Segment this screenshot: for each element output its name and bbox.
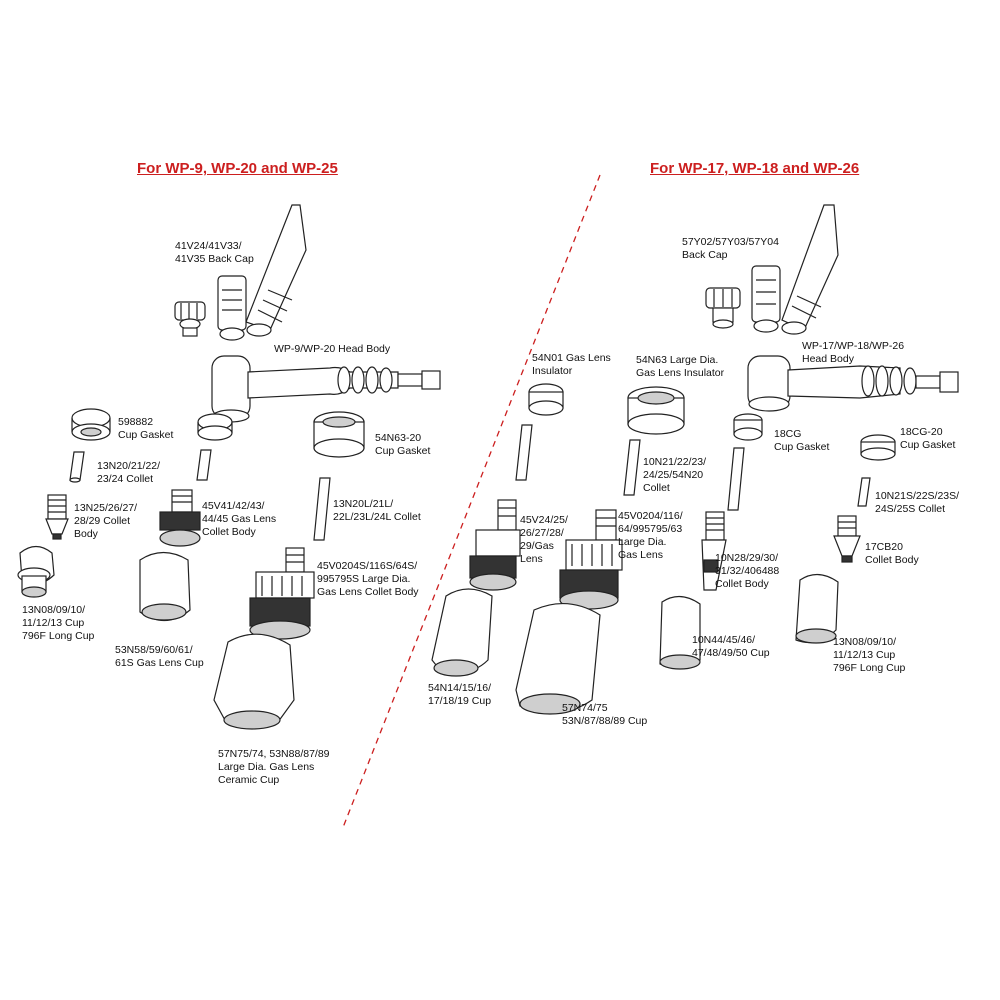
collet-10n21 [515,424,641,496]
large-gas-lens-collet-body-45v0204s [249,547,315,640]
gas-lens-insulator-54n01 [528,383,564,416]
collet-body-10n28 [701,511,727,591]
gas-lens-collet-body-45v41 [159,489,201,547]
back-cap-label-left: 41V24/41V33/41V35 Back Cap [175,240,254,265]
gas-lens-45v24 [469,499,521,591]
cup-10n44 [659,595,701,670]
long-cup-13n08-right [795,573,839,644]
collet-10n21s-long [727,447,745,511]
insulator-54n63-label: 54N63 Large Dia.Gas Lens Insulator [636,354,725,379]
large-collet-body-label: 45V0204S/116S/64S/995795S Large Dia.Gas … [317,560,419,598]
left-section-heading: For WP-9, WP-20 and WP-25 [137,160,338,177]
collet-body-13n25 [45,494,69,540]
head-body-label-left: WP-9/WP-20 Head Body [274,343,391,355]
right-section-heading: For WP-17, WP-18 and WP-26 [650,160,860,177]
cup-gasket-18cg [733,413,763,441]
gas-lens-cup-53n58-label: 53N58/59/60/61/61S Gas Lens Cup [115,644,204,669]
cup-10n44-label: 10N44/45/46/47/48/49/50 Cup [692,634,770,659]
medium-back-cap-57y03 [751,265,781,333]
gas-lens-cup-53n58 [139,551,191,622]
cup-gasket-18cg-20 [860,434,896,461]
long-collet-13n20l-label: 13N20L/21L/22L/23L/24L Collet [333,498,421,523]
medium-back-cap [217,275,247,341]
section-divider [341,174,601,831]
collet-body-17cb20 [833,515,861,563]
long-back-cap [245,204,307,337]
collet-13n20 [69,451,85,483]
large-gas-lens-45v0204 [559,509,623,610]
wp17-head-body [747,355,959,412]
long-collet-13n20l [313,477,331,541]
collet-small [196,449,212,481]
long-back-cap-57y04 [781,204,839,335]
wp9-head-body [211,355,441,423]
collet-10n21s-label: 10N21S/22S/23S/24S/25S Collet [875,490,960,515]
cup-54n14-label: 54N14/15/16/17/18/19 Cup [428,682,492,707]
cup-gasket-54n63-20 [313,411,365,458]
short-back-cap [174,301,206,337]
cup-gasket-small [197,413,233,441]
long-cup-13n08 [17,545,55,598]
collet-10n21s-short [857,477,871,507]
large-ceramic-cup-57n75 [213,633,295,730]
cup-54n14 [431,588,493,677]
large-cup-57n74 [515,602,601,715]
short-back-cap-57y02 [705,287,741,329]
collet-13n20-label: 13N20/21/22/23/24 Collet [97,460,161,485]
large-gas-lens-insulator-54n63 [627,386,685,435]
cup-gasket-598882 [71,408,111,441]
